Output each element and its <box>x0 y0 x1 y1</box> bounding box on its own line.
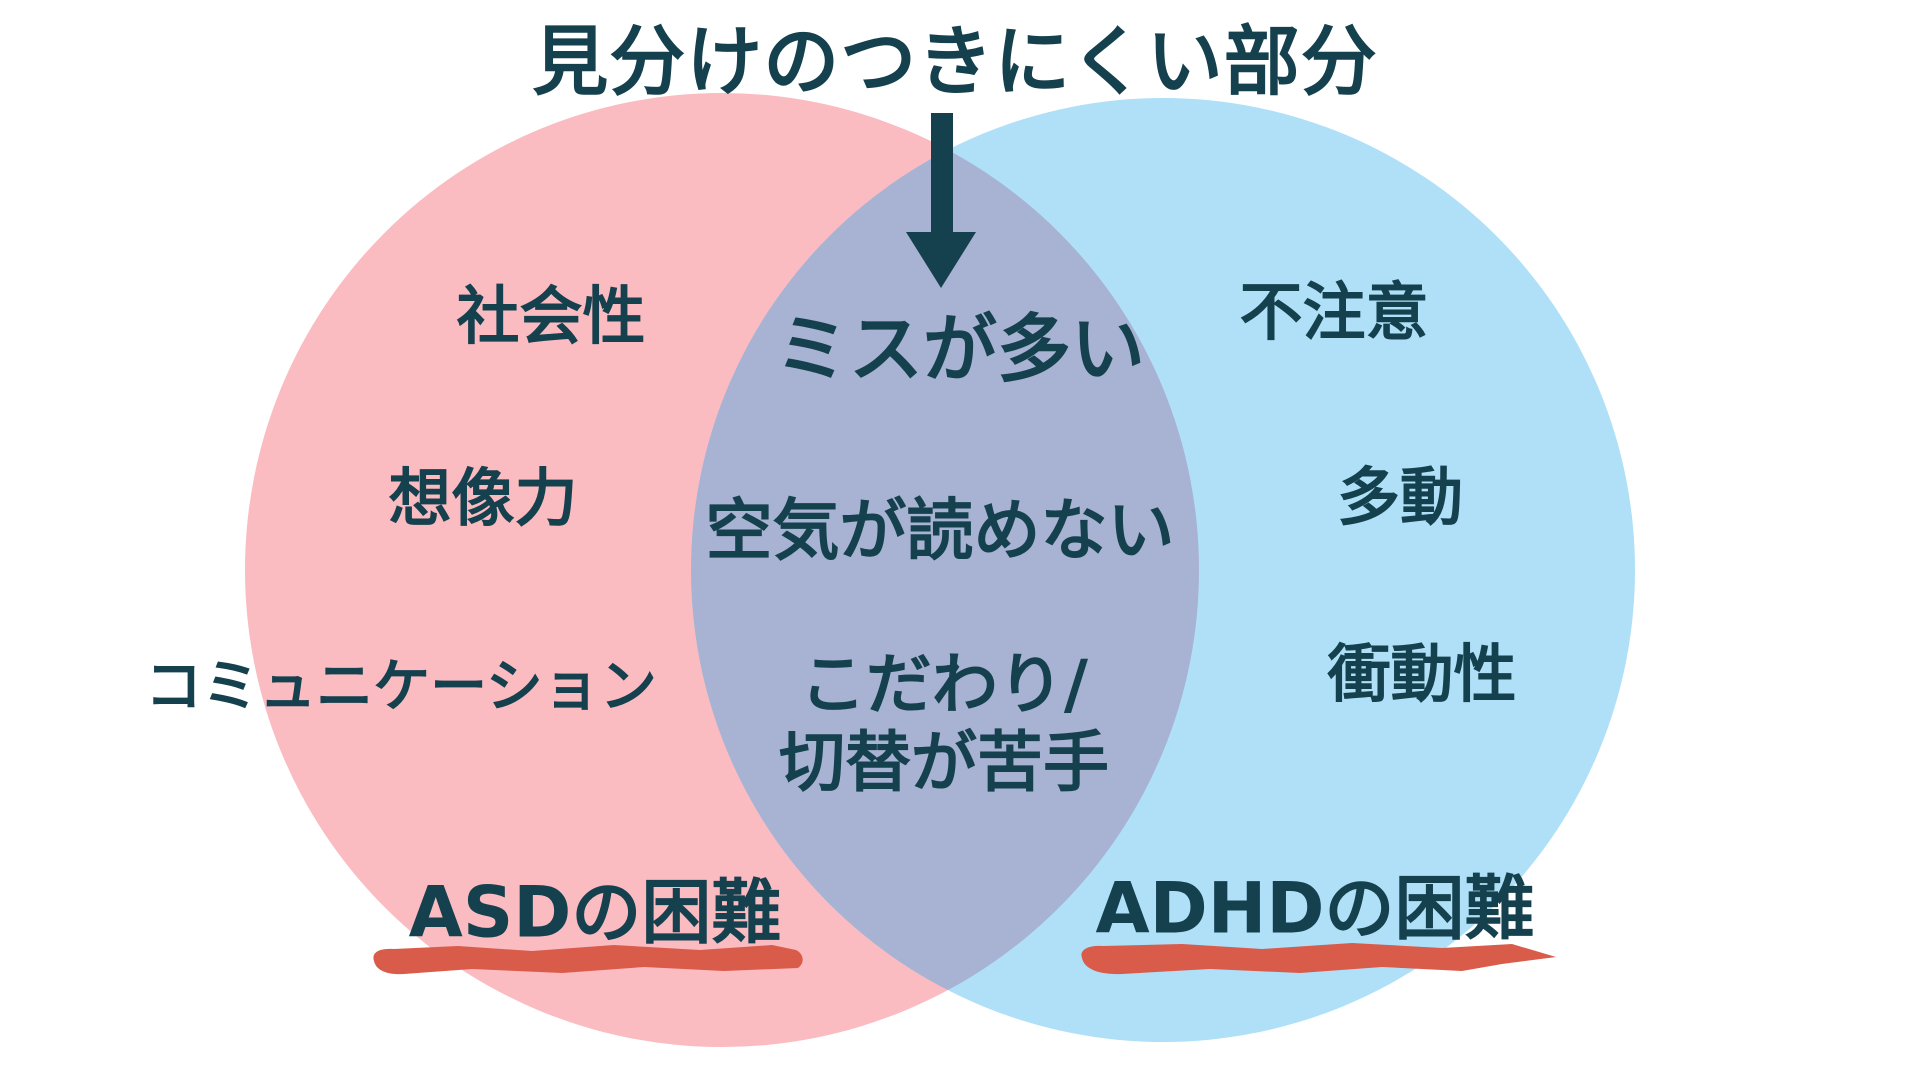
asd-label: ASDの困難 <box>408 871 782 954</box>
down-arrow-icon <box>906 113 976 288</box>
adhd-item: 不注意 <box>1239 275 1429 349</box>
overlap-item: 空気が読めない <box>705 491 1175 570</box>
asd-item: 想像力 <box>388 461 578 535</box>
adhd-label: ADHDの困難 <box>1095 867 1535 950</box>
overlap-region <box>691 98 1199 1042</box>
diagram-title: 見分けのつきにくい部分 <box>532 17 1378 107</box>
asd-item: 社会性 <box>456 279 646 353</box>
adhd-item: 衝動性 <box>1327 637 1517 711</box>
asd-label-underline <box>373 945 803 975</box>
adhd-label-underline <box>1081 943 1556 975</box>
overlap-item: こだわり/ 切替が苦手 <box>779 646 1109 801</box>
asd-item: コミュニケーション <box>145 653 657 720</box>
adhd-item: 多動 <box>1337 460 1463 534</box>
overlap-item: ミスが多い <box>775 306 1145 393</box>
